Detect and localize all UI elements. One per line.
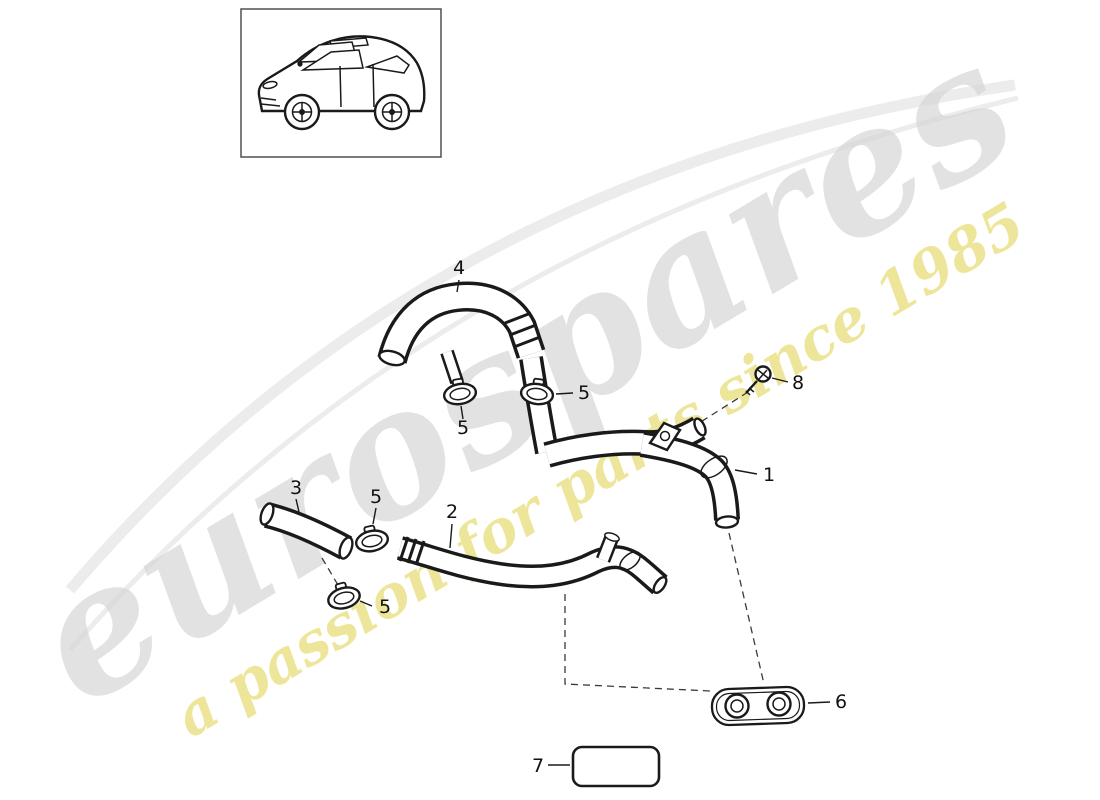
car-headlight: [262, 80, 278, 90]
part-3-open-end-left: [259, 502, 275, 526]
part-1-y-pipe: [543, 416, 740, 529]
car-body: [257, 35, 426, 113]
callout-label-8: 8: [792, 372, 804, 394]
callout-label-3: 3: [290, 477, 302, 499]
callout-label-1: 1: [763, 464, 775, 486]
leader-lines: [295, 279, 831, 766]
part-6-flange: [710, 685, 806, 727]
part-1-upper-open-end: [693, 417, 707, 437]
leader-4: [456, 279, 460, 293]
leader-5-upper: [460, 405, 464, 420]
part-1-collar-ring: [700, 455, 728, 479]
swoosh-decoration: [65, 79, 1019, 652]
car-grille: [260, 97, 281, 107]
dash-hose-to-flange: [564, 594, 711, 692]
leader-6: [807, 701, 831, 704]
part-5-clamp-right: [519, 377, 555, 406]
part-2-hose: [396, 532, 668, 595]
vehicle-thumbnail: [240, 8, 442, 158]
car-door-line-2: [372, 63, 375, 108]
part-5-clamp-lower: [327, 581, 361, 610]
car-front-window: [300, 49, 364, 71]
part-4-hose: [377, 281, 546, 385]
callout-label-2: 2: [446, 501, 458, 523]
dash-pipe-to-clamp: [321, 557, 339, 586]
callout-label-5d: 5: [379, 596, 391, 618]
part-2-stub-open-end: [604, 532, 620, 542]
leader-8: [771, 377, 789, 383]
car-rear-wheel: [373, 93, 411, 131]
part-1-lower-open-end: [714, 515, 740, 529]
leader-5-middle: [372, 507, 377, 525]
leader-2: [449, 523, 453, 549]
car-front-wheel: [283, 93, 321, 131]
part-2-open-end: [652, 575, 668, 595]
swoosh-curve-bottom: [68, 95, 1019, 652]
leader-5-lower: [359, 600, 373, 607]
leader-1: [734, 469, 758, 475]
callout-label-6: 6: [835, 691, 847, 713]
reference-lines: [321, 391, 765, 692]
part-5-clamp-upper: [442, 377, 478, 406]
part-7-plate: [571, 745, 661, 788]
part-1-mounting-bracket: [648, 421, 682, 452]
part-3-pipe: [259, 502, 354, 560]
car-mirror: [297, 61, 303, 67]
callout-label-5b: 5: [578, 382, 590, 404]
part-4-open-end: [378, 349, 406, 367]
callout-label-4: 4: [453, 257, 465, 279]
leader-5-right: [555, 392, 574, 395]
part-4-ribbed-fitting: [504, 311, 541, 349]
callout-label-5c: 5: [370, 486, 382, 508]
callout-labels: 4 5 5 8 1 3 5 2 5 6 7: [290, 257, 847, 777]
callout-label-7: 7: [532, 755, 544, 777]
swoosh-curve-top: [65, 79, 1016, 594]
part-8-bolt: [745, 365, 772, 396]
leader-3: [295, 498, 300, 513]
dash-pipe-to-flange: [728, 532, 765, 685]
cayenne-illustration-icon: [257, 35, 426, 131]
callout-label-5a: 5: [457, 417, 469, 439]
car-door-line-1: [339, 65, 342, 108]
car-rear-window: [364, 55, 411, 74]
part-3-open-end-right: [338, 536, 354, 560]
part-2-collar-ring: [619, 551, 641, 571]
part-5-clamp-middle: [355, 524, 389, 553]
part-2-ribbed-connector: [398, 536, 426, 566]
